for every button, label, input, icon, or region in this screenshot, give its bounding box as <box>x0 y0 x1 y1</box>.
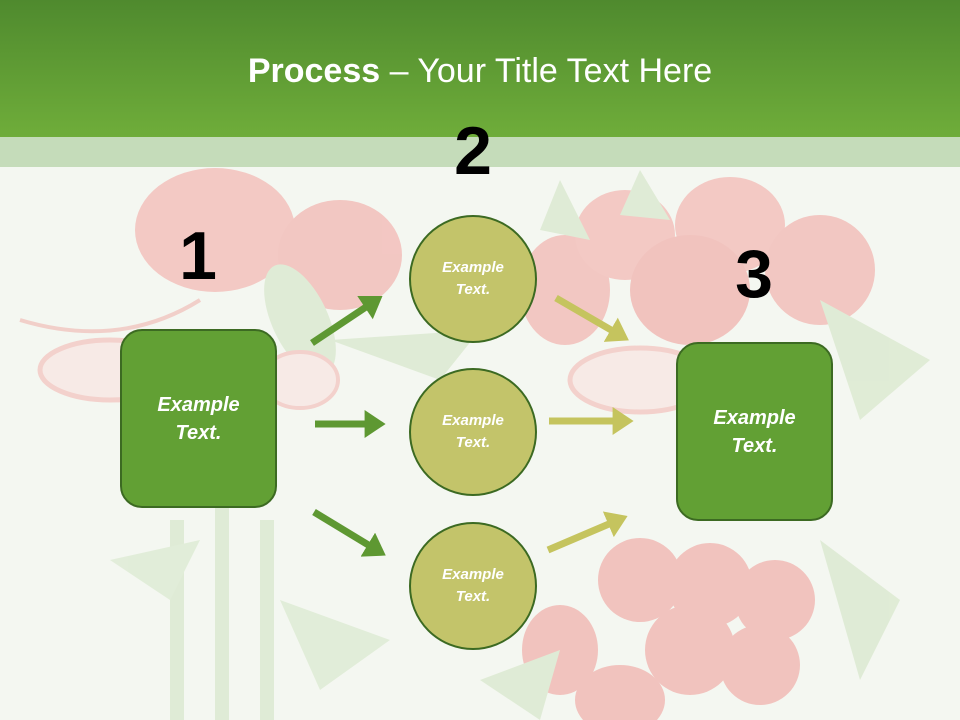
arrow-box1-to-circle-bottom <box>312 509 386 557</box>
slide-title: Process – Your Title Text Here <box>0 52 960 91</box>
title-underline-band <box>0 137 960 167</box>
circle-middle[interactable]: Example Text. <box>409 368 537 496</box>
title-dash: – <box>380 52 418 90</box>
step-3-text: Example Text. <box>713 406 796 457</box>
circle-top[interactable]: Example Text. <box>409 215 537 343</box>
step-number-1: 1 <box>179 218 217 294</box>
circle-bottom[interactable]: Example Text. <box>409 522 537 650</box>
arrow-circle-top-to-box3 <box>554 294 629 342</box>
step-number-3: 3 <box>735 236 773 312</box>
step-3-box[interactable]: Example Text. <box>676 342 833 521</box>
title-bold-word: Process <box>247 52 381 90</box>
step-1-text: Example Text. <box>157 393 240 444</box>
title-bar <box>0 0 960 137</box>
step-number-2: 2 <box>454 113 492 189</box>
circle-bottom-text: Example Text. <box>442 565 504 606</box>
step-1-box[interactable]: Example Text. <box>120 329 277 508</box>
arrow-circle-bottom-to-box3 <box>546 511 628 554</box>
circle-middle-text: Example Text. <box>442 411 504 452</box>
title-rest: Your Title Text Here <box>417 52 713 90</box>
circle-top-text: Example Text. <box>442 258 504 299</box>
arrow-box1-to-circle-top <box>310 296 383 346</box>
